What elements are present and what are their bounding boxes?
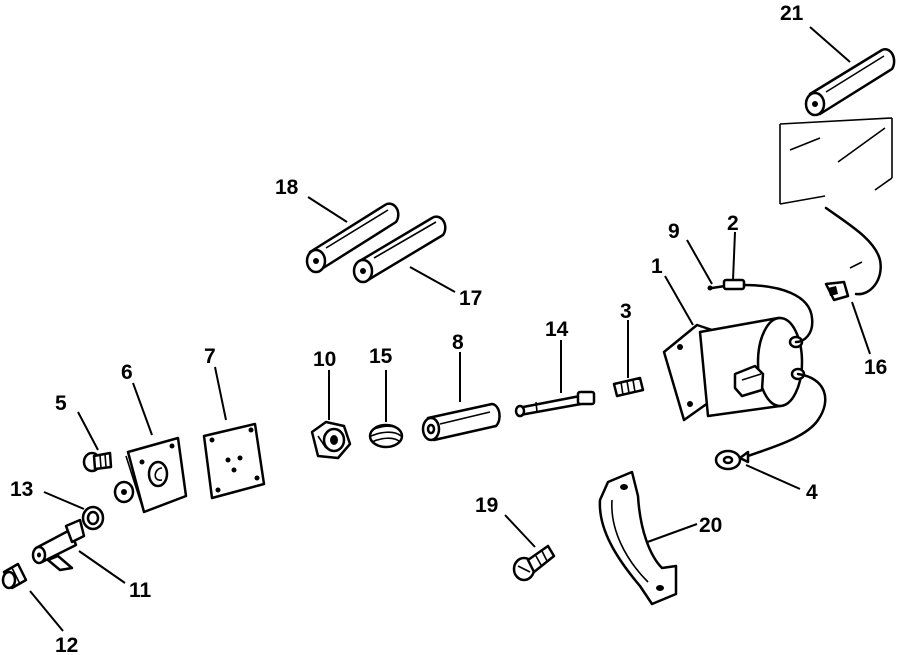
ground-lead-4: [714, 372, 827, 471]
wire-lead-9-2: [707, 278, 814, 344]
cover-plate-6: [113, 436, 188, 514]
callout-17: 17: [459, 287, 482, 310]
fitting-11: [31, 518, 86, 572]
callout-8: 8: [452, 331, 464, 354]
callout-4: 4: [806, 481, 818, 504]
screw-5: [82, 451, 113, 473]
callout-14: 14: [545, 318, 569, 341]
callout-21: 21: [780, 2, 804, 25]
gasket-7: [202, 422, 266, 500]
callout-7: 7: [204, 345, 216, 368]
callout-9: 9: [668, 220, 680, 243]
leader-lines: [29, 26, 871, 632]
sleeve-17: [352, 215, 447, 284]
spring-3: [612, 376, 645, 398]
callout-5: 5: [55, 392, 67, 415]
callout-13: 13: [10, 478, 33, 501]
mounting-plate-outline: [779, 117, 893, 205]
callout-3: 3: [620, 300, 632, 323]
callout-20: 20: [699, 514, 722, 537]
callout-1: 1: [651, 255, 663, 278]
washer-13: [81, 505, 105, 531]
wire-clip-16: [824, 206, 882, 302]
sleeve-21: [804, 48, 896, 117]
callout-19: 19: [475, 494, 498, 517]
callout-12: 12: [55, 634, 78, 655]
nut-10: [310, 420, 352, 460]
callout-2: 2: [727, 212, 739, 235]
solenoid-1: [662, 316, 806, 422]
tube-8: [421, 402, 501, 442]
plunger-rod-14: [514, 390, 596, 418]
callout-16: 16: [864, 356, 887, 379]
callout-10: 10: [313, 348, 336, 371]
bolt-19: [512, 544, 556, 582]
clamp-20: [598, 470, 678, 606]
callout-11: 11: [129, 579, 152, 602]
callout-18: 18: [275, 176, 299, 199]
callout-labels: 1 2 3 4 5 6 7 8 9 10 11 12 13 14 15 16 1…: [10, 2, 887, 655]
callout-6: 6: [121, 361, 133, 384]
spring-15: [368, 423, 404, 449]
cap-12: [1, 562, 28, 590]
sleeve-18: [305, 202, 400, 274]
callout-15: 15: [369, 345, 393, 368]
